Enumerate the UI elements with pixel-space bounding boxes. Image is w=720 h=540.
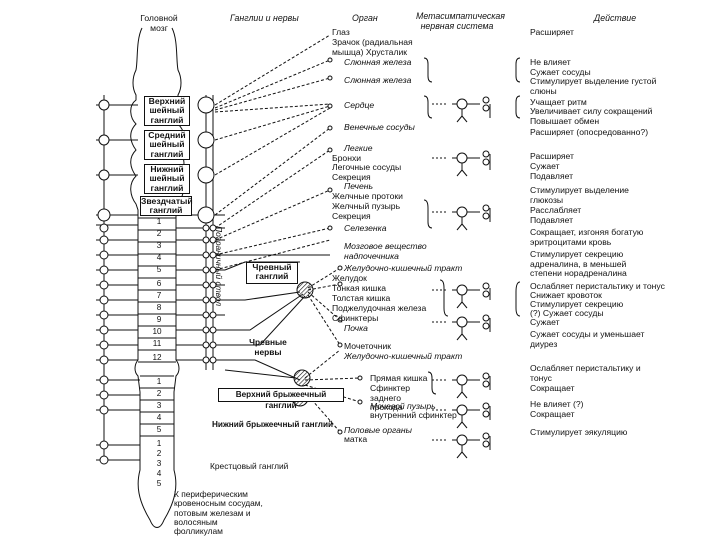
organ-inner-sphincter: внутренний сфинктер	[370, 410, 457, 420]
organ-bronchi: Бронхи	[332, 153, 362, 163]
segment-l2: 2	[156, 389, 162, 398]
action-23: Ослабляет перистальтику и тонус	[530, 363, 641, 383]
header-brain: Головной мозг	[140, 13, 178, 33]
segment-s1: 1	[156, 439, 162, 448]
action-24: Сокращает	[530, 383, 575, 393]
organ-ureter: Мочеточник	[344, 341, 392, 351]
segment-t11: 11	[152, 339, 162, 348]
segment-t7: 7	[156, 291, 162, 300]
organ-gi-tract-2: Желудочно-кишечный тракт	[344, 351, 463, 361]
action-4: Стимулирует выделение густой слюны	[530, 76, 657, 96]
action-1: Расширяет	[530, 27, 574, 37]
segment-s3: 3	[156, 459, 162, 468]
organ-gallbladder: Желчный пузырь	[332, 201, 401, 211]
action-9: Расширяет	[530, 151, 574, 161]
action-2: Не влияет	[530, 57, 571, 67]
action-27: Стимулирует эякуляцию	[530, 427, 628, 437]
organ-secretion-2: Секреция	[332, 211, 371, 221]
action-20: (?) Сужает сосуды	[530, 308, 604, 318]
organ-liver: Печень	[344, 181, 373, 191]
action-21: Сужает	[530, 317, 560, 327]
lower-mesenteric-ganglion-label: Нижний брыжеечный ганглий	[212, 420, 334, 429]
organ-adrenal: Мозговое вещество надпочечника	[344, 241, 427, 261]
action-17: Ослабляет перистальтику и тонус	[530, 281, 665, 291]
segment-s5: 5	[156, 479, 162, 488]
segment-l4: 4	[156, 413, 162, 422]
peripheral-note: К периферическим кровеносным сосудам, по…	[174, 489, 263, 537]
lower-cervical-ganglion: Нижний шейный ганглий	[144, 164, 190, 194]
stellate-ganglion: Звездчатый ганглий	[140, 196, 193, 216]
organ-lungs: Легкие	[344, 143, 373, 153]
header-metasympathetic: Метасимпатическая нервная система	[416, 11, 506, 31]
organ-bile-ducts: Желчные протоки	[332, 191, 403, 201]
organ-large-intestine: Толстая кишка	[332, 293, 391, 303]
border-trunk-label: Пограничный ствол	[214, 226, 224, 307]
segment-t8: 8	[156, 303, 162, 312]
action-11: Подавляет	[530, 171, 574, 181]
organ-salivary-2: Слюнная железа	[344, 75, 412, 85]
organ-lung-vessels: Легочные сосуды	[332, 162, 402, 172]
action-15: Сокращает, изгоняя богатую эритроцитами …	[530, 227, 644, 247]
upper-cervical-ganglion: Верхний шейный ганглий	[144, 96, 190, 126]
organ-uterus: матка	[344, 434, 368, 444]
action-18: Снижает кровоток	[530, 290, 602, 300]
sacral-ganglion-label: Крестцовый ганглий	[210, 461, 289, 471]
action-22: Сужает сосуды и уменьшает диурез	[530, 329, 645, 349]
organ-rectum: Прямая кишка	[370, 373, 428, 383]
celiac-nerves-label: Чревные нервы	[249, 337, 287, 357]
organ-kidney: Почка	[344, 323, 368, 333]
action-16: Стимулирует секрецию адреналина, в меньш…	[530, 249, 627, 279]
segment-t6: 6	[156, 279, 162, 288]
organ-stomach: Желудок	[332, 273, 367, 283]
organ-sphincters: Сфинктеры	[332, 313, 379, 323]
segment-t9: 9	[156, 315, 162, 324]
segment-s2: 2	[156, 449, 162, 458]
upper-mesenteric-ganglion: Верхний брыжеечный ганглий	[218, 388, 344, 410]
upper-mesenteric-ganglion-mark	[293, 369, 311, 387]
segment-t3: 3	[156, 241, 162, 250]
action-8: Расширяет (опосредованно?)	[530, 127, 649, 137]
organ-secretion-1: Секреция	[332, 172, 371, 182]
middle-cervical-ganglion: Средний шейный ганглий	[144, 130, 190, 160]
header-action: Действие	[594, 13, 637, 23]
segment-t1: 1	[156, 217, 162, 226]
segment-l1: 1	[156, 377, 162, 386]
organ-bladder: Мочевой пузырь	[370, 401, 436, 411]
segment-l5: 5	[156, 425, 162, 434]
header-ganglia: Ганглии и нервы	[230, 13, 299, 23]
action-10: Сужает	[530, 161, 560, 171]
organ-spleen: Селезенка	[344, 223, 387, 233]
segment-s4: 4	[156, 469, 162, 478]
organ-genitals: Половые органы	[344, 425, 412, 435]
action-19: Стимулирует секрецию	[530, 299, 624, 309]
action-26: Сокращает	[530, 409, 575, 419]
action-12: Стимулирует выделение глюкозы	[530, 185, 629, 205]
segment-t12: 12	[152, 353, 162, 362]
organ-heart: Сердце	[344, 100, 375, 110]
organ-eye: Глаз	[332, 27, 350, 37]
organ-vessels: Венечные сосуды	[344, 122, 415, 132]
action-25: Не влияет (?)	[530, 399, 584, 409]
organ-anal-sphincter: Сфинктер заднего прохода	[370, 383, 411, 413]
segment-t5: 5	[156, 265, 162, 274]
segment-t10: 10	[152, 327, 162, 336]
action-6: Увеличивает силу сокращений	[530, 106, 653, 116]
action-7: Повышает обмен	[530, 116, 600, 126]
organ-pancreas: Поджелудочная железа	[332, 303, 427, 313]
segment-t4: 4	[156, 253, 162, 262]
organ-small-intestine: Тонкая кишка	[332, 283, 387, 293]
header-organ: Орган	[352, 13, 378, 23]
celiac-ganglion: Чревный ганглий	[246, 262, 298, 284]
organ-pupil: Зрачок (радиальная мышца) Хрусталик	[332, 37, 413, 57]
celiac-ganglion-mark	[296, 281, 314, 299]
segment-t2: 2	[156, 229, 162, 238]
action-3: Сужает сосуды	[530, 67, 591, 77]
organ-gi-tract-1: Желудочно-кишечный тракт	[344, 263, 463, 273]
action-14: Подавляет	[530, 215, 574, 225]
segment-l3: 3	[156, 401, 162, 410]
action-5: Учащает ритм	[530, 97, 587, 107]
organ-salivary-1: Слюнная железа	[344, 57, 412, 67]
action-13: Расслабляет	[530, 205, 582, 215]
